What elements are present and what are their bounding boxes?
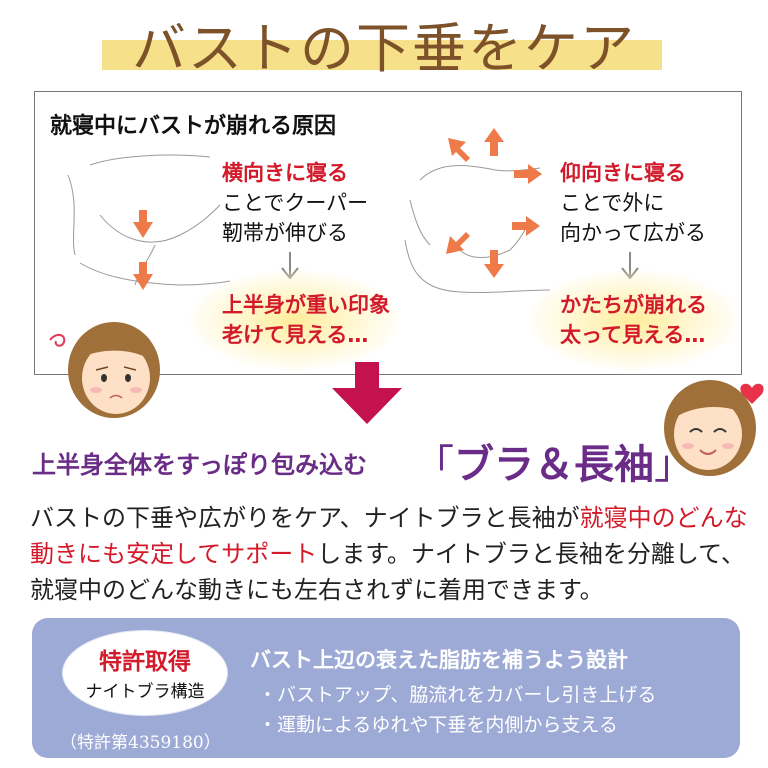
paragraph-part3: します。ナイトブラと長袖を分離して、就寝中のどんな動きにも左右されずに着用できま… xyxy=(30,540,745,604)
down-arrow-icon xyxy=(133,262,153,290)
patent-badge xyxy=(62,630,228,716)
side-sleep-line2: 靭帯が伸びる xyxy=(222,221,348,245)
subheading: 上半身全体をすっぽり包み込む xyxy=(32,451,368,479)
side-sleep-line1: ことでクーパー xyxy=(222,191,369,215)
patent-badge-title: 特許取得 xyxy=(99,649,191,675)
back-sleep-label: 仰向きに寝る xyxy=(560,161,686,185)
heart-icon xyxy=(740,383,764,404)
result-glow xyxy=(190,270,400,370)
arrow-up-icon xyxy=(484,128,504,156)
arrow-right-icon xyxy=(514,164,542,184)
patent-number: （特許第4359180） xyxy=(60,733,221,753)
arrow-right-icon xyxy=(512,216,540,236)
side-result1: 上半身が重い印象 xyxy=(222,293,390,317)
worried-face xyxy=(49,322,160,418)
arrow-down-icon xyxy=(484,250,504,278)
swirl-icon xyxy=(49,334,66,347)
back-sleep-line1: ことで外に xyxy=(560,191,665,215)
arrow-up-left-icon xyxy=(448,138,470,162)
page-title: バストの下垂をケア xyxy=(132,17,636,80)
arrow-down-left-icon xyxy=(446,232,470,254)
paragraph-part1: バストの下垂や広がりをケア、ナイトブラと長袖が xyxy=(30,504,580,532)
product-bracket-close: 」 xyxy=(654,442,694,488)
feature-heading: バスト上辺の衰えた脂肪を補うよう設計 xyxy=(250,648,628,672)
result-glow xyxy=(528,270,738,370)
description-paragraph: バストの下垂や広がりをケア、ナイトブラと長袖が就寝中のどんな動きにも安定してサポ… xyxy=(30,500,750,608)
feature-item: ・バストアップ、脇流れをカバーし引き上げる xyxy=(258,684,657,706)
down-arrow-icon xyxy=(133,210,153,238)
back-result1: かたちが崩れる xyxy=(560,293,707,317)
big-down-arrow-icon xyxy=(332,362,402,424)
patent-badge-subtitle: ナイトブラ構造 xyxy=(85,682,205,702)
feature-item: ・運動によるゆれや下垂を内側から支える xyxy=(258,714,618,736)
title-highlight xyxy=(102,40,662,70)
paragraph-highlight: 就寝中のどんな動きにも安定してサポート xyxy=(30,504,748,568)
back-result2: 太って見える… xyxy=(560,323,706,347)
product-name: 「ブラ＆長袖」 xyxy=(414,432,694,490)
happy-face xyxy=(664,380,764,476)
side-result2: 老けて見える… xyxy=(222,323,369,347)
product-bracket-open: 「 xyxy=(414,442,454,488)
causes-heading: 就寝中にバストが崩れる原因 xyxy=(50,114,337,139)
product-name-text: ブラ＆長袖 xyxy=(454,442,654,488)
side-sleep-label: 横向きに寝る xyxy=(222,161,348,185)
back-sleep-line2: 向かって広がる xyxy=(560,221,706,245)
